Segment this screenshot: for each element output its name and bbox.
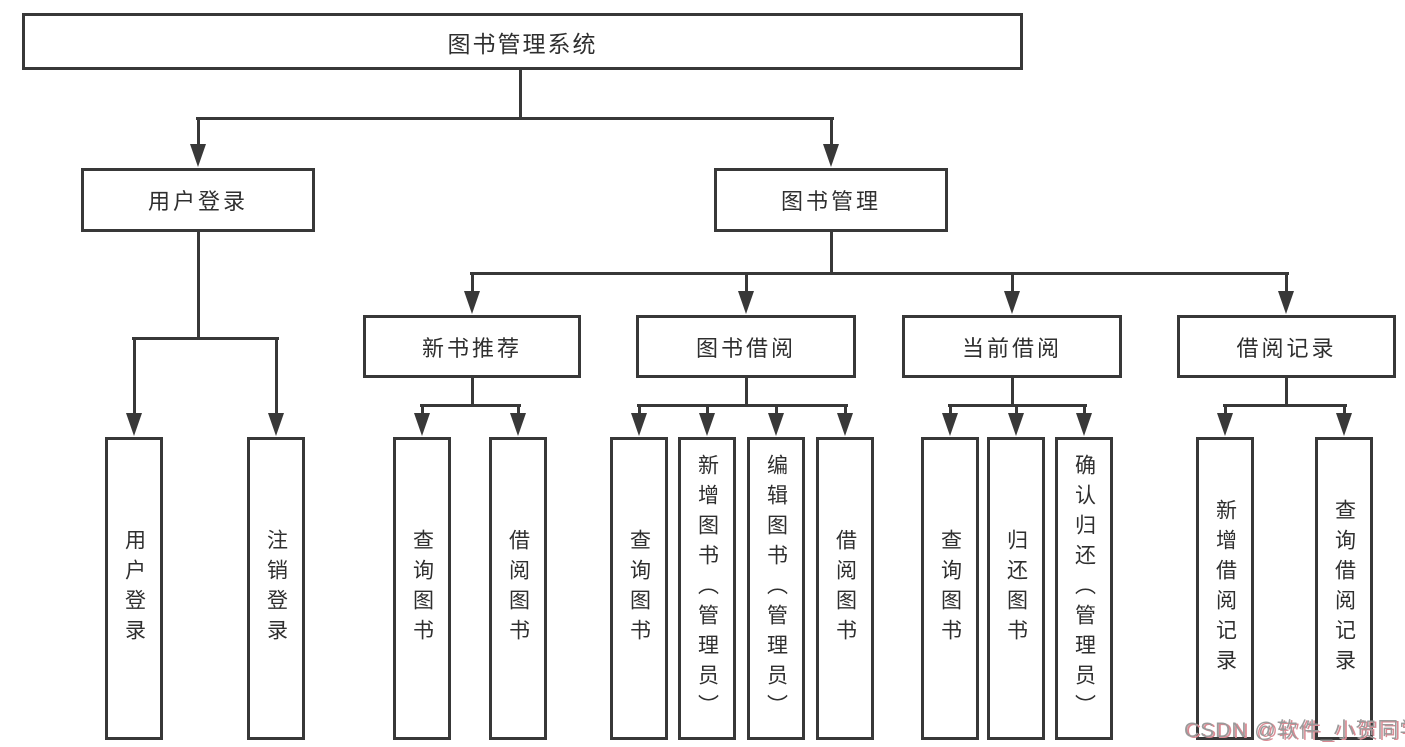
leaf-user-login-label: 用户登录 <box>122 528 146 649</box>
leaf-add-borrow-record-label: 新增借阅记录 <box>1213 498 1237 679</box>
node-new-book-recommend: 新书推荐 <box>363 315 581 378</box>
connector-drop-leaf <box>775 404 778 416</box>
connector-drop-book-borrow <box>745 272 748 293</box>
connector-book-borrow-bus <box>637 404 848 407</box>
connector-user-login-bus <box>132 337 279 340</box>
arrow-down-leaf <box>768 413 784 436</box>
connector-drop-borrow-records <box>1285 272 1288 293</box>
leaf-query-books-label: 查询图书 <box>938 528 962 649</box>
arrow-down-borrow-records <box>1278 291 1294 314</box>
leaf-query-borrow-record: 查询借阅记录 <box>1315 437 1373 740</box>
node-current-borrow: 当前借阅 <box>902 315 1122 378</box>
node-book-management: 图书管理 <box>714 168 948 232</box>
connector-drop-leaf <box>949 404 952 416</box>
connector-book-borrow-stem <box>745 378 748 407</box>
arrow-down-book-mgmt <box>823 144 839 167</box>
leaf-confirm-return-admin-label: 确认归还（管理员） <box>1072 453 1096 724</box>
arrow-down-leaf <box>631 413 647 436</box>
node-new-book-recommend-label: 新书推荐 <box>421 335 522 361</box>
arrow-down-leaf <box>414 413 430 436</box>
connector-drop-leaf <box>638 404 641 416</box>
connector-drop-leaf <box>1343 404 1346 416</box>
node-user-login-label: 用户登录 <box>147 189 248 214</box>
leaf-borrow-books-label: 借阅图书 <box>506 528 530 649</box>
connector-drop-leaf <box>1015 404 1018 416</box>
connector-level3-bus <box>470 272 1289 275</box>
connector-current-borrow-stem <box>1011 378 1014 407</box>
leaf-add-borrow-record: 新增借阅记录 <box>1196 437 1254 740</box>
connector-level2-bus <box>196 117 834 120</box>
leaf-query-borrow-record-label: 查询借阅记录 <box>1332 498 1356 679</box>
node-book-borrow: 图书借阅 <box>636 315 856 378</box>
arrow-down-leaf <box>1336 413 1352 436</box>
leaf-query-books: 查询图书 <box>921 437 979 740</box>
node-borrow-records: 借阅记录 <box>1177 315 1396 378</box>
connector-drop-leaf <box>844 404 847 416</box>
connector-drop-leaf <box>421 404 424 416</box>
node-borrow-records-label: 借阅记录 <box>1236 335 1337 361</box>
connector-book-mgmt-stem <box>830 232 833 274</box>
arrow-down-leaf <box>699 413 715 436</box>
csdn-watermark: CSDN @软件_小贺同学 <box>1184 719 1405 742</box>
node-root-label: 图书管理系统 <box>447 30 598 57</box>
connector-drop-leaf <box>1224 404 1227 416</box>
leaf-add-books-admin-label: 新增图书（管理员） <box>695 453 719 724</box>
connector-drop-leaf <box>517 404 520 416</box>
arrow-down-book-borrow <box>738 291 754 314</box>
arrow-down-current-borrow <box>1004 291 1020 314</box>
leaf-query-books: 查询图书 <box>393 437 451 740</box>
node-root-system: 图书管理系统 <box>22 13 1023 70</box>
node-user-login: 用户登录 <box>81 168 315 232</box>
leaf-borrow-books-label: 借阅图书 <box>833 528 857 649</box>
arrow-down-leaf-login <box>126 413 142 436</box>
leaf-query-books: 查询图书 <box>610 437 668 740</box>
connector-root-stem <box>519 70 522 118</box>
connector-user-login-stem <box>197 232 200 339</box>
leaf-confirm-return-admin: 确认归还（管理员） <box>1055 437 1113 740</box>
connector-drop-user-login <box>197 117 200 146</box>
leaf-borrow-books: 借阅图书 <box>489 437 547 740</box>
connector-drop-current-borrow <box>1011 272 1014 293</box>
arrow-down-user-login <box>190 144 206 167</box>
leaf-edit-books-admin-label: 编辑图书（管理员） <box>764 453 788 724</box>
connector-drop-book-mgmt <box>830 117 833 146</box>
leaf-return-books-label: 归还图书 <box>1004 528 1028 649</box>
node-book-management-label: 图书管理 <box>780 189 881 214</box>
arrow-down-new-book <box>464 291 480 314</box>
arrow-down-leaf <box>837 413 853 436</box>
leaf-query-books-label: 查询图书 <box>410 528 434 649</box>
leaf-query-books-label: 查询图书 <box>627 528 651 649</box>
connector-drop-leaf-login <box>133 337 136 414</box>
arrow-down-leaf <box>1076 413 1092 436</box>
leaf-borrow-books: 借阅图书 <box>816 437 874 740</box>
leaf-return-books: 归还图书 <box>987 437 1045 740</box>
node-book-borrow-label: 图书借阅 <box>695 335 796 361</box>
connector-new-book-bus <box>420 404 521 407</box>
arrow-down-leaf <box>1008 413 1024 436</box>
arrow-down-leaf <box>510 413 526 436</box>
node-current-borrow-label: 当前借阅 <box>961 335 1062 361</box>
leaf-logout: 注销登录 <box>247 437 305 740</box>
leaf-add-books-admin: 新增图书（管理员） <box>678 437 736 740</box>
connector-borrow-records-bus <box>1223 404 1347 407</box>
connector-borrow-records-stem <box>1285 378 1288 407</box>
connector-new-book-stem <box>471 378 474 407</box>
leaf-edit-books-admin: 编辑图书（管理员） <box>747 437 805 740</box>
arrow-down-leaf <box>1217 413 1233 436</box>
connector-drop-leaf-logout <box>275 337 278 414</box>
connector-drop-leaf <box>1083 404 1086 416</box>
connector-drop-leaf <box>706 404 709 416</box>
connector-drop-new-book <box>471 272 474 293</box>
arrow-down-leaf <box>942 413 958 436</box>
arrow-down-leaf-logout <box>268 413 284 436</box>
leaf-user-login: 用户登录 <box>105 437 163 740</box>
leaf-logout-label: 注销登录 <box>264 528 288 649</box>
